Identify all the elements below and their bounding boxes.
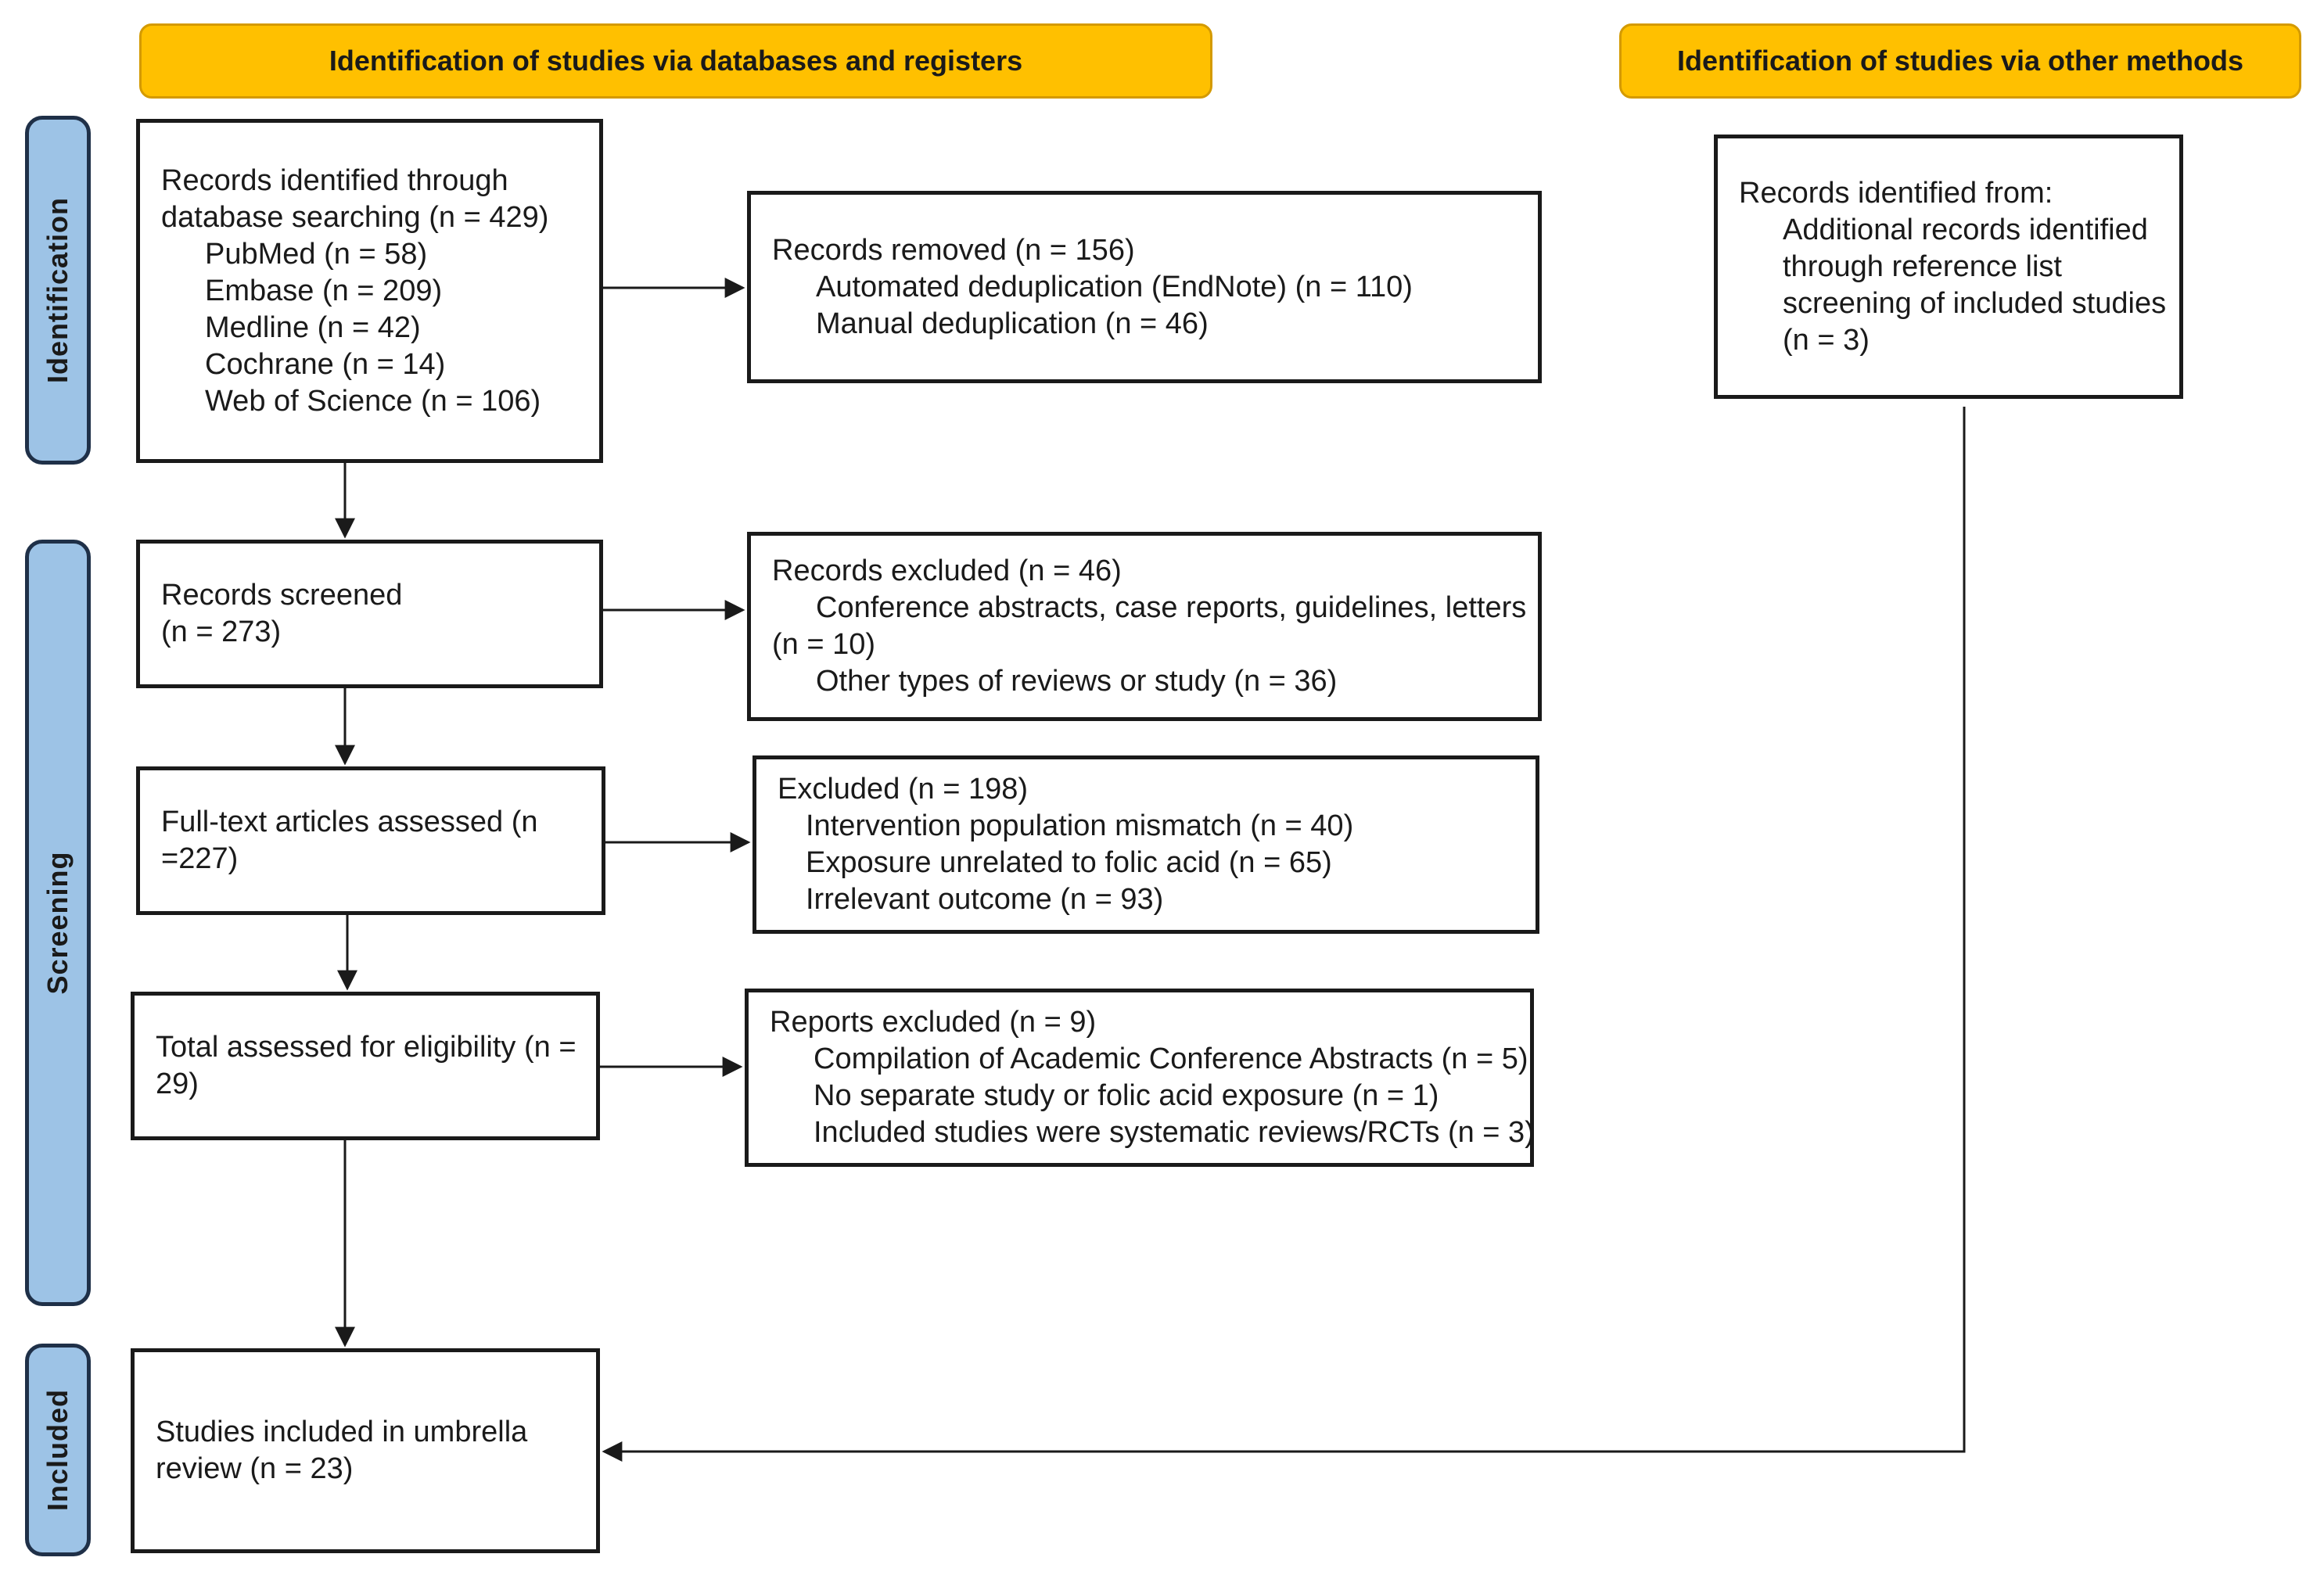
fulltext-excluded-title: Excluded (n = 198): [778, 773, 1029, 806]
eligibility-box: Total assessed for eligibility (n = 29): [131, 992, 600, 1140]
reports-excluded-conference: Compilation of Academic Conference Abstr…: [814, 1042, 1528, 1075]
fulltext-assessed-box: Full-text articles assessed (n =227): [136, 766, 605, 915]
records-excluded-title: Records excluded (n = 46): [772, 554, 1122, 587]
excluded-conference-abstracts-count: (n = 10): [772, 628, 876, 661]
records-identified-box: Records identified through database sear…: [136, 119, 603, 463]
reports-excluded-no-separate-study: No separate study or folic acid exposure…: [814, 1079, 1439, 1112]
studies-included-count: review (n = 23): [156, 1452, 354, 1485]
reports-excluded-systematic-reviews: Included studies were systematic reviews…: [814, 1116, 1535, 1149]
header-databases-registers: Identification of studies via databases …: [139, 23, 1212, 99]
records-screened-box: Records screened (n = 273): [136, 540, 603, 688]
other-records-title: Records identified from:: [1739, 176, 2053, 210]
studies-included-label: Studies included in umbrella: [156, 1416, 528, 1448]
stage-identification: Identification: [25, 116, 91, 465]
other-records-box: Records identified from: Additional reco…: [1714, 135, 2183, 399]
header-databases-label: Identification of studies via databases …: [329, 45, 1023, 77]
stage-included: Included: [25, 1344, 91, 1556]
excluded-conference-abstracts: Conference abstracts, case reports, guid…: [816, 591, 1527, 624]
fulltext-count: =227): [161, 842, 239, 875]
records-identified-line: Records identified through: [161, 163, 508, 197]
arrow-other-to-included: [602, 407, 1966, 1462]
excluded-other-reviews: Other types of reviews or study (n = 36): [816, 665, 1338, 698]
records-removed-box: Records removed (n = 156) Automated dedu…: [747, 191, 1542, 383]
records-screened-label: Records screened: [161, 579, 403, 612]
studies-included-box: Studies included in umbrella review (n =…: [131, 1348, 600, 1553]
excluded-population-mismatch: Intervention population mismatch (n = 40…: [806, 809, 1354, 842]
excluded-exposure-unrelated: Exposure unrelated to folic acid (n = 65…: [806, 846, 1332, 879]
records-screened-count: (n = 273): [161, 615, 282, 648]
records-excluded-box: Records excluded (n = 46) Conference abs…: [747, 532, 1542, 721]
eligibility-count: 29): [156, 1068, 199, 1100]
manual-deduplication: Manual deduplication (n = 46): [816, 307, 1209, 340]
header-other-label: Identification of studies via other meth…: [1676, 45, 2244, 77]
records-removed-title: Records removed (n = 156): [772, 233, 1135, 267]
source-cochrane: Cochrane (n = 14): [205, 347, 446, 381]
fulltext-excluded-box: Excluded (n = 198) Intervention populati…: [753, 755, 1539, 934]
source-pubmed: PubMed (n = 58): [205, 237, 428, 271]
source-medline: Medline (n = 42): [205, 310, 421, 344]
automated-deduplication: Automated deduplication (EndNote) (n = 1…: [816, 270, 1413, 303]
reports-excluded-box: Reports excluded (n = 9) Compilation of …: [745, 989, 1535, 1167]
fulltext-label: Full-text articles assessed (n: [161, 806, 538, 838]
records-identified-total: database searching (n = 429): [161, 200, 549, 234]
source-embase: Embase (n = 209): [205, 274, 443, 307]
other-records-line: Additional records identified: [1783, 213, 2148, 246]
eligibility-label: Total assessed for eligibility (n =: [156, 1031, 577, 1064]
other-records-line: screening of included studies: [1783, 286, 2167, 320]
source-web-of-science: Web of Science (n = 106): [205, 384, 541, 418]
other-records-line: through reference list: [1783, 249, 2062, 283]
other-records-count: (n = 3): [1783, 323, 1870, 357]
stage-screening: Screening: [25, 540, 91, 1306]
header-other-methods: Identification of studies via other meth…: [1619, 23, 2301, 99]
reports-excluded-title: Reports excluded (n = 9): [770, 1006, 1097, 1039]
excluded-irrelevant-outcome: Irrelevant outcome (n = 93): [806, 883, 1164, 916]
